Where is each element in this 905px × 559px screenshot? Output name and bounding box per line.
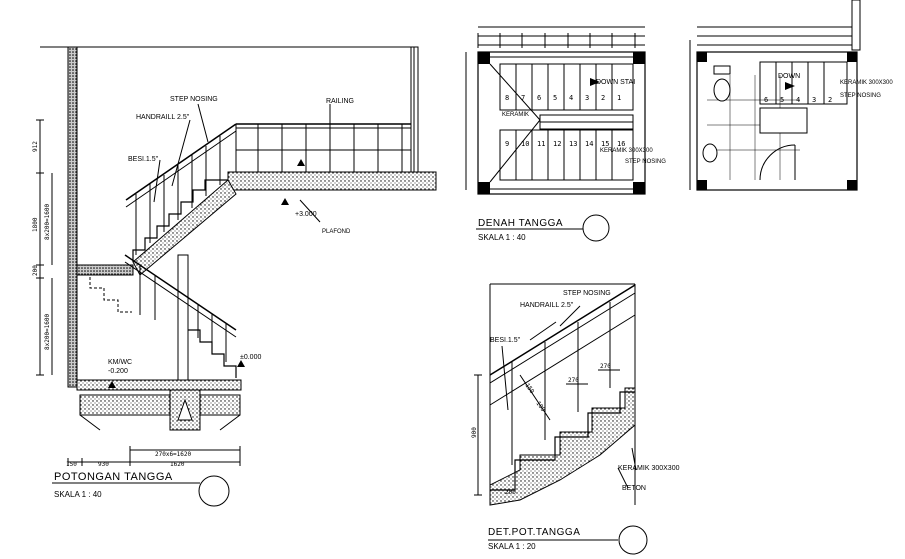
detail-dim-900: 900 (471, 427, 478, 438)
plan-step-number: 12 (553, 140, 561, 148)
detail-keramik: KERAMIK 300X300 (618, 465, 680, 472)
upper-balusters (135, 136, 221, 255)
section-besi: BESI.1.5" (128, 156, 159, 163)
plan-drawing: DOWN STAI KERAMIK KERAMIK 300X300 STEP N… (465, 26, 666, 242)
toilet-icon (713, 78, 731, 102)
section-scale: SKALA 1 : 40 (54, 490, 102, 499)
dim-1800: 1800 (32, 217, 39, 232)
level-marker-top (281, 198, 289, 205)
detail-dim-270b: 270 (600, 363, 611, 370)
detail-balusters (511, 302, 611, 465)
wc-step-number: 3 (812, 96, 816, 104)
plan-step-number: 9 (505, 140, 509, 148)
wc-step-number: 4 (796, 96, 800, 104)
wc-step-number: 5 (780, 96, 784, 104)
section-drawing: STEP NOSING RAILING HANDRAILL 2.5" BESI.… (32, 46, 437, 507)
plan-dim-ticks (477, 33, 636, 48)
lower-balusters (139, 266, 227, 362)
dim-270x6: 270x6=1620 (155, 451, 192, 458)
dim-200: 200 (32, 265, 39, 276)
plan-step-number: 13 (569, 140, 577, 148)
level-marker-wc (108, 381, 116, 388)
plan-step-number: 3 (585, 94, 589, 102)
plan-bottom-treads (515, 130, 613, 180)
wc-stair-treads (775, 62, 825, 104)
section-plafond: PLAFOND (322, 229, 351, 235)
wc-step-number: 2 (828, 96, 832, 104)
wc-step-number: 6 (764, 96, 768, 104)
wc-down-arrow (785, 82, 795, 90)
plan-step-number: 11 (537, 140, 545, 148)
plan-step-number: 8 (505, 94, 509, 102)
plan-title: DENAH TANGGA (478, 218, 563, 229)
wc-down-label: DOWN (778, 73, 800, 80)
plan-step-number: 15 (601, 140, 609, 148)
plan-step-nosing: STEP NOSING (625, 159, 666, 165)
plan-top-treads (515, 64, 613, 110)
plan-step-number: 1 (617, 94, 621, 102)
plan-step-number: 6 (537, 94, 541, 102)
wc-step-nosing: STEP NOSING (840, 93, 881, 99)
plan-scale: SKALA 1 : 40 (478, 233, 526, 242)
detail-dim-270: 270 (568, 377, 579, 384)
plan-step-number: 14 (585, 140, 593, 148)
detail-dim-200: 200 (505, 489, 516, 496)
plan-step-number: 7 (521, 94, 525, 102)
wc-plan-drawing: DOWN KERAMIK 300X300 STEP NOSING (689, 0, 893, 191)
detail-step-nosing: STEP NOSING (563, 290, 611, 297)
wc-keramik: KERAMIK 300X300 (840, 80, 893, 86)
plan-step-number: 16 (617, 140, 625, 148)
detail-beton: BETON (622, 485, 646, 492)
section-kmwc-level: -0.200 (108, 368, 128, 375)
section-level-top: +3.000 (295, 211, 317, 218)
basin-icon (702, 143, 718, 163)
plan-down-label: DOWN STAI (596, 79, 635, 86)
plan-keramik-300: KERAMIK 300X300 (600, 148, 653, 154)
detail-scale: SKALA 1 : 20 (488, 542, 536, 551)
dim-8x200: 8x200=1600 (44, 203, 51, 240)
detail-besi: BESI.1.5" (490, 337, 521, 344)
dim-150: 150 (66, 461, 77, 468)
plan-step-number: 2 (601, 94, 605, 102)
detail-title: DET.POT.TANGGA (488, 527, 580, 538)
plan-keramik-left: KERAMIK (502, 112, 529, 118)
section-level-zero: ±0.000 (240, 354, 261, 361)
plan-down-arrow (590, 78, 600, 86)
dim-930: 930 (98, 461, 109, 468)
detail-dim-150: 150 (523, 382, 535, 395)
section-handrail: HANDRAILL 2.5" (136, 114, 190, 121)
plan-step-number: 10 (521, 140, 529, 148)
railing-balusters (235, 124, 403, 172)
plan-step-number: 5 (553, 94, 557, 102)
section-step-nosing: STEP NOSING (170, 96, 218, 103)
dim-8x200b: 8x200=1600 (44, 313, 51, 350)
plan-step-number: 4 (569, 94, 573, 102)
section-kmwc: KM/WC (108, 359, 132, 366)
section-railing: RAILING (326, 98, 354, 105)
level-marker-zero (237, 360, 245, 367)
dim-1620: 1620 (170, 461, 185, 468)
dim-912: 912 (32, 141, 39, 152)
detail-handrail: HANDRAILL 2.5" (520, 302, 574, 309)
detail-drawing: STEP NOSING HANDRAILL 2.5" BESI.1.5" KER… (471, 283, 680, 555)
section-title: POTONGAN TANGGA (54, 471, 173, 483)
